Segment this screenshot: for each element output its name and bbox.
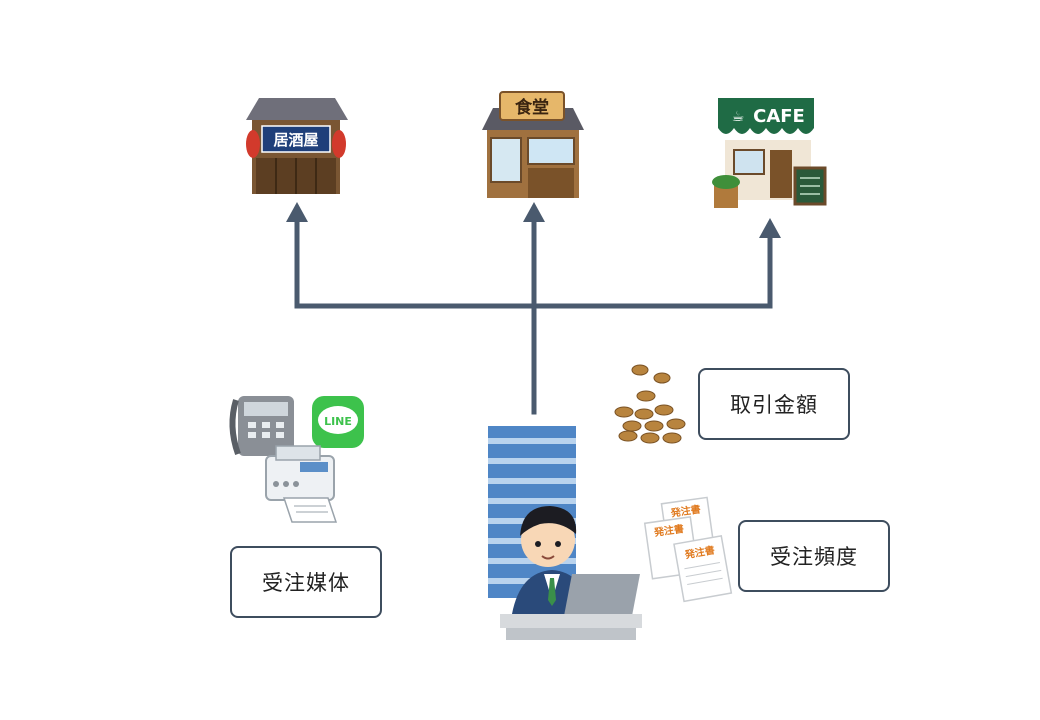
telephone-icon (229, 396, 294, 456)
shokudo-sign-text: 食堂 (515, 97, 549, 118)
arrowhead-izakaya (286, 202, 308, 222)
order-forms: 発注書 発注書 発注書 (643, 496, 733, 603)
shokudo-shop: 食堂 (482, 91, 584, 198)
fax-icon (265, 445, 338, 523)
label-transaction-amount: 取引金額 (698, 368, 850, 440)
distribution-arrows (294, 219, 773, 415)
izakaya-shop: 居酒屋 (246, 98, 348, 194)
line-app-text: LINE (324, 415, 352, 428)
izakaya-sign-text: 居酒屋 (273, 131, 318, 149)
label-order-frequency-text: 受注頻度 (770, 545, 858, 569)
arrowhead-cafe (759, 218, 781, 238)
coins-pile (614, 364, 686, 444)
order-form-title-2: 発注書 (652, 522, 685, 539)
cafe-shop: ☕ CAFE (712, 98, 827, 208)
lantern-left (246, 130, 260, 158)
line-app-icon: LINE (312, 396, 364, 448)
office-worker (500, 506, 642, 640)
label-transaction-amount-text: 取引金額 (730, 393, 818, 417)
label-order-media: 受注媒体 (230, 546, 382, 618)
order-form-title-1: 発注書 (669, 502, 702, 519)
label-order-media-text: 受注媒体 (262, 571, 350, 595)
cafe-sign-text: CAFE (753, 106, 805, 127)
lantern-right (332, 130, 346, 158)
cup-icon: ☕ (732, 109, 745, 125)
label-order-frequency: 受注頻度 (738, 520, 890, 592)
order-media-devices: LINE (229, 396, 364, 523)
laptop (564, 574, 640, 616)
arrowhead-shokudo (523, 202, 545, 222)
